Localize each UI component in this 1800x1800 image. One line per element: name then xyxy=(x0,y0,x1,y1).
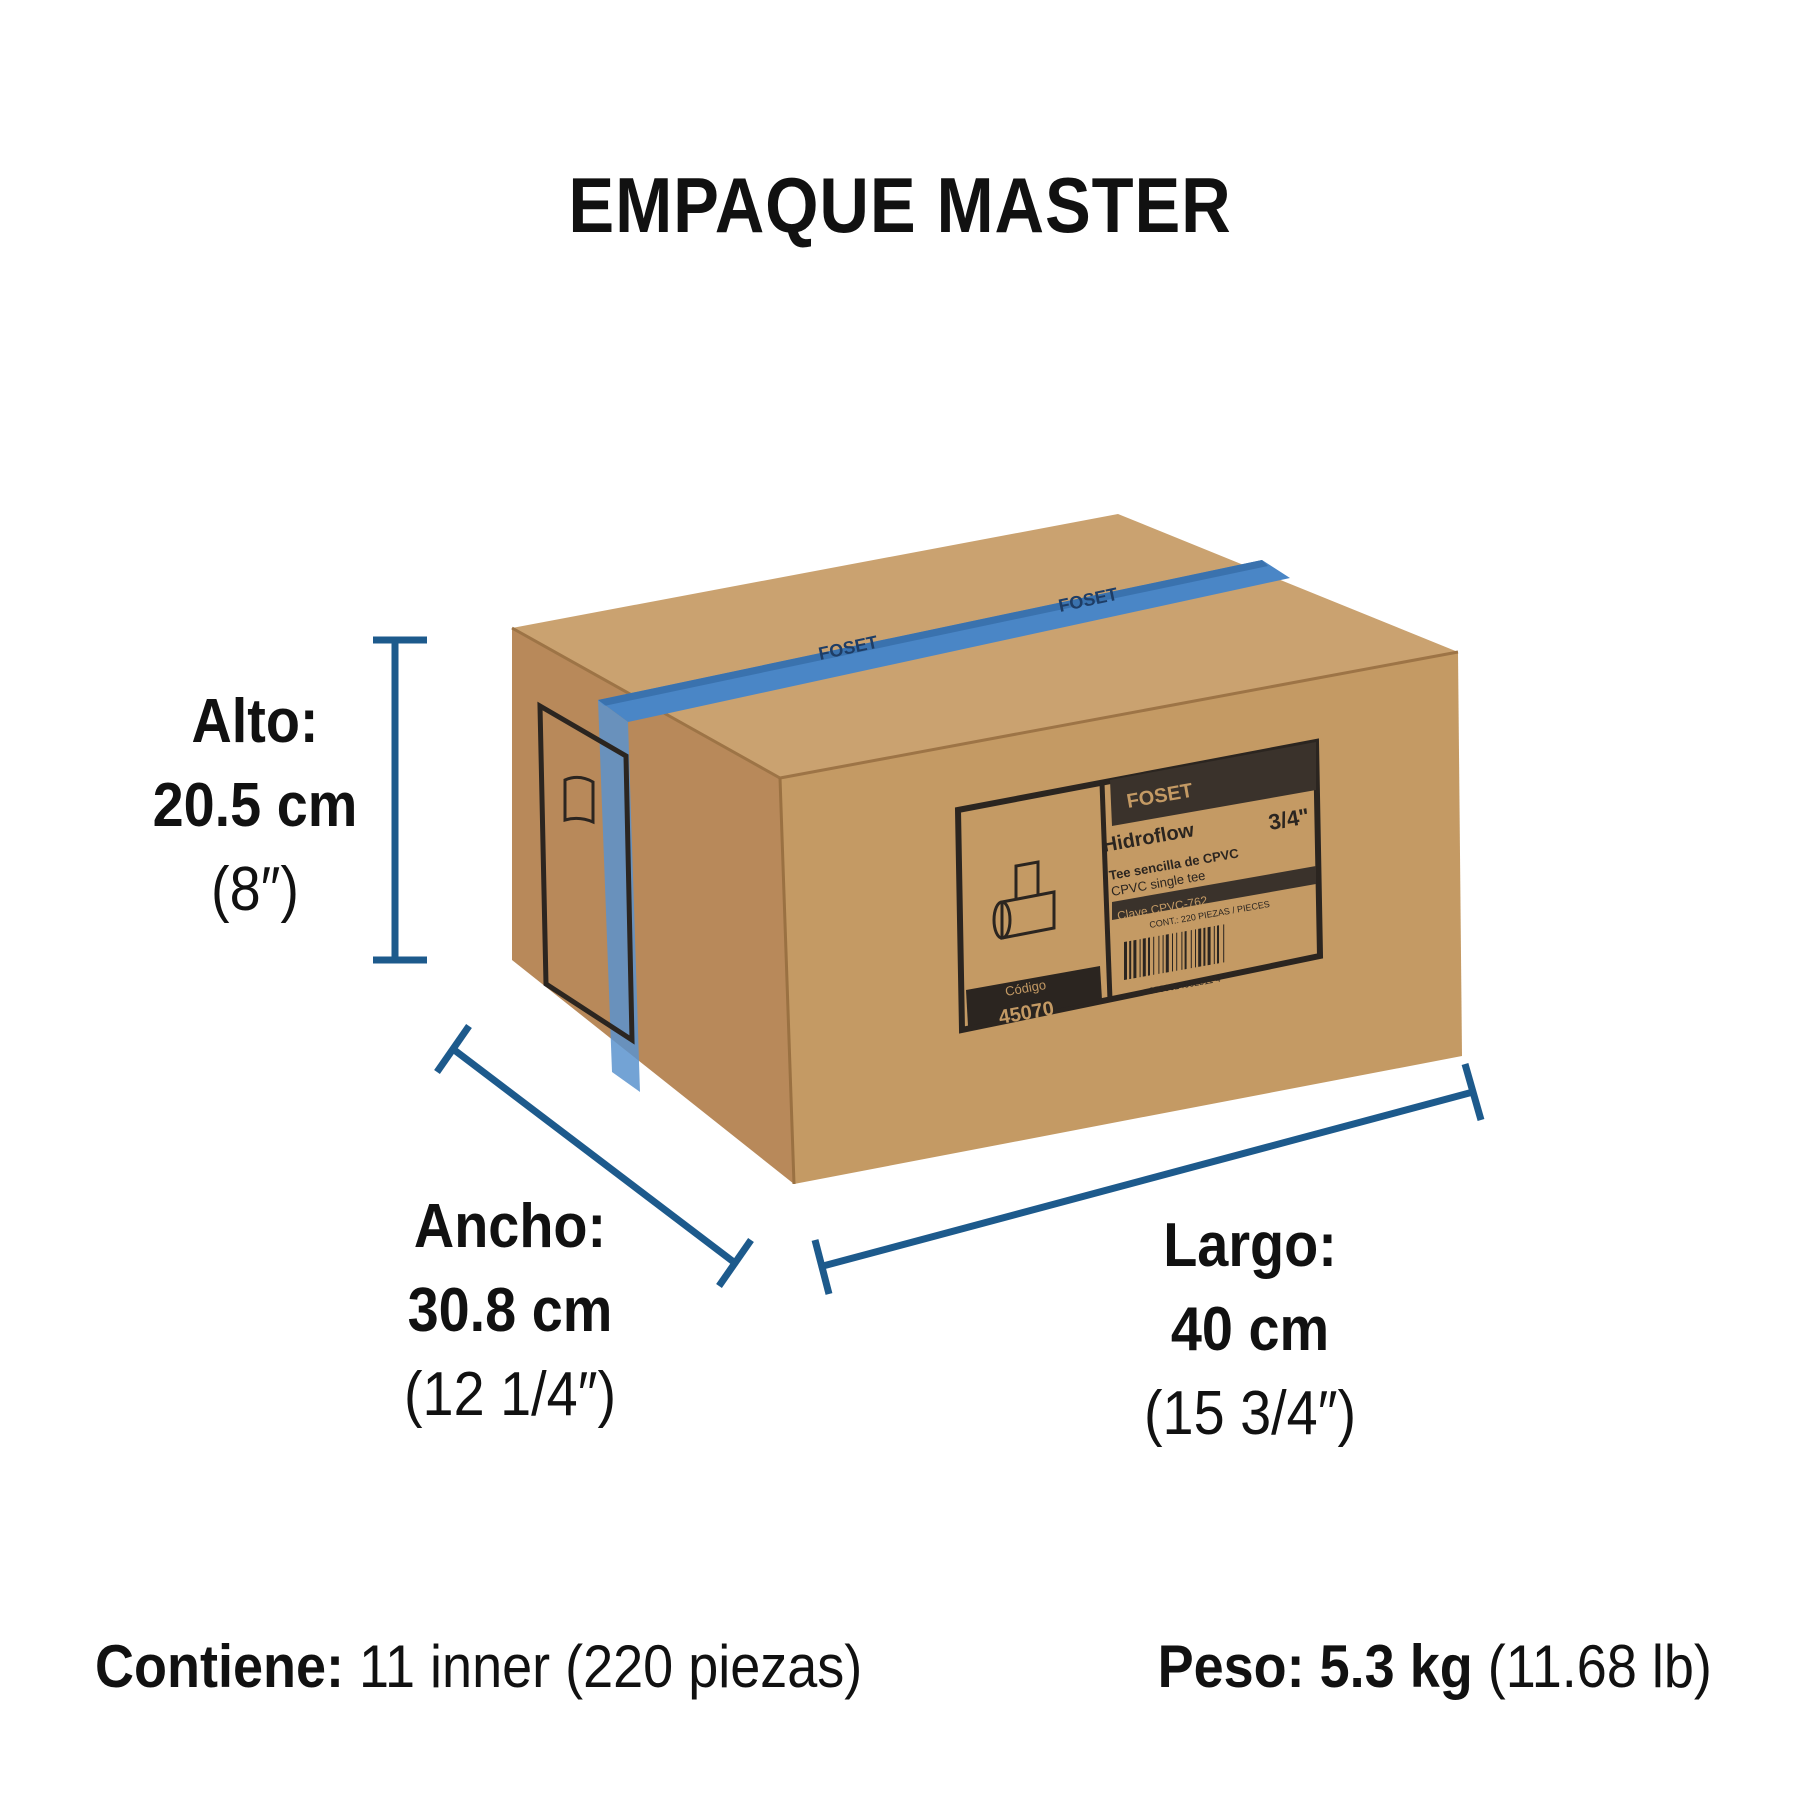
length-measure-line xyxy=(811,1063,1485,1295)
length-imperial: (15 3/4″) xyxy=(1143,1379,1357,1448)
width-metric: 30.8 cm xyxy=(407,1276,613,1345)
width-measure-line xyxy=(434,1024,754,1288)
weight-info: Peso: 5.3 kg (11.68 lb) xyxy=(1158,1632,1712,1701)
contents-label: Contiene: xyxy=(95,1633,344,1700)
side-label xyxy=(537,701,635,1045)
barcode-bar xyxy=(1181,931,1183,970)
box-edge-vertical xyxy=(778,777,796,1185)
contents-info: Contiene: 11 inner (220 piezas) xyxy=(95,1632,862,1701)
barcode-bar xyxy=(1223,924,1225,963)
barcode-bar xyxy=(1148,937,1150,976)
barcode-bar xyxy=(1198,928,1202,967)
width-label: Ancho: xyxy=(413,1192,607,1261)
barcode-bar xyxy=(1165,934,1169,973)
height-label: Alto: xyxy=(191,687,319,756)
height-imperial: (8″) xyxy=(211,855,299,924)
barcode-icon xyxy=(1124,924,1225,980)
barcode-bar xyxy=(1195,929,1196,968)
barcode-bar xyxy=(1142,938,1146,977)
barcode-bar xyxy=(1139,939,1141,978)
width-imperial: (12 1/4″) xyxy=(403,1360,617,1429)
barcode-bar xyxy=(1158,935,1160,974)
weight-label: Peso: xyxy=(1157,1633,1305,1700)
tape-top-shade xyxy=(598,560,1268,706)
length-dimension: Largo: 40 cm (15 3/4″) xyxy=(1115,1204,1385,1456)
barcode-bar xyxy=(1184,930,1187,970)
barcode-bar xyxy=(1217,925,1219,964)
length-label: Largo: xyxy=(1163,1211,1337,1280)
contents-value: 11 inner (220 piezas) xyxy=(358,1633,863,1700)
barcode-bar xyxy=(1129,940,1132,980)
code-box xyxy=(966,966,1102,1026)
height-measure-line xyxy=(373,636,427,964)
height-dimension: Alto: 20.5 cm (8″) xyxy=(138,680,372,932)
barcode-bar xyxy=(1124,941,1127,980)
box-side-face xyxy=(512,628,794,1184)
code-label-text: Código xyxy=(1004,977,1047,999)
barcode-bar xyxy=(1203,927,1206,966)
width-dimension: Ancho: 30.8 cm (12 1/4″) xyxy=(375,1185,645,1437)
barcode-bar xyxy=(1207,926,1211,966)
front-label: FOSET Hidroflow Tee sencilla de CPVC CPV… xyxy=(954,738,1324,1034)
barcode-bar xyxy=(1133,939,1137,979)
tape-top xyxy=(598,560,1290,722)
length-metric: 40 cm xyxy=(1170,1295,1330,1364)
page-title: EMPAQUE MASTER xyxy=(568,161,1232,249)
height-metric: 20.5 cm xyxy=(152,771,358,840)
barcode-bar xyxy=(1176,932,1178,971)
barcode-bar xyxy=(1190,930,1192,969)
barcode-bar xyxy=(1172,933,1173,972)
tee-fitting-icon xyxy=(992,860,1056,940)
weight-metric: 5.3 kg xyxy=(1319,1633,1473,1700)
barcode-bar xyxy=(1153,936,1155,975)
weight-imperial: (11.68 lb) xyxy=(1487,1633,1712,1700)
barcode-bar xyxy=(1162,935,1164,974)
barcode-bar xyxy=(1213,925,1215,965)
